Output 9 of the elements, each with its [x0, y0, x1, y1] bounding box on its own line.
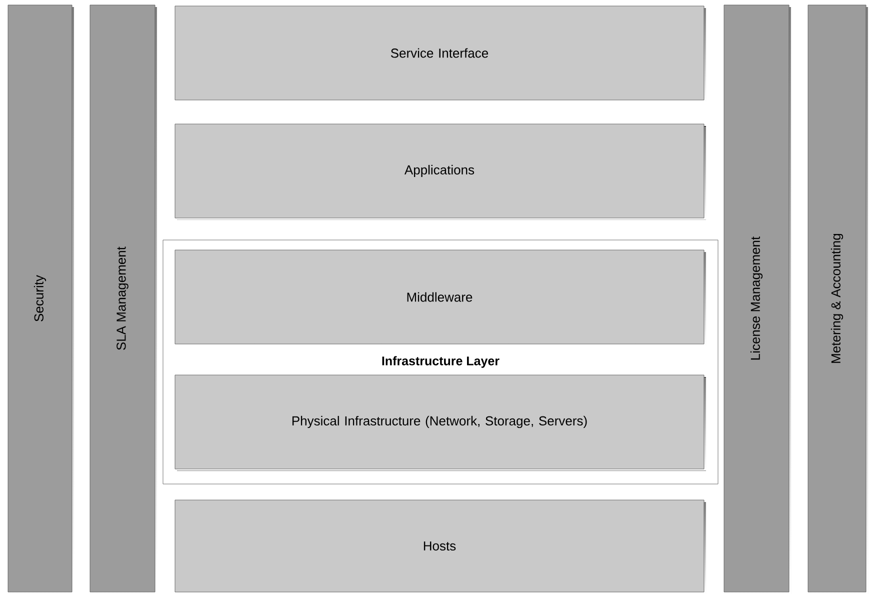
layer-box: Physical Infrastructure (Network, Storage, Servers): [174, 374, 706, 471]
vertical-bar: SLA Management: [90, 4, 157, 594]
layer-box: Middleware: [174, 250, 706, 346]
vertical-bar: Security: [8, 4, 74, 594]
vertical-bar: License Management: [724, 4, 791, 594]
vertical-bar: Metering & Accounting: [808, 4, 868, 594]
layer-box: Service Interface: [174, 6, 706, 102]
layer-box: Applications: [174, 124, 706, 220]
layer-box: Hosts: [174, 500, 706, 594]
